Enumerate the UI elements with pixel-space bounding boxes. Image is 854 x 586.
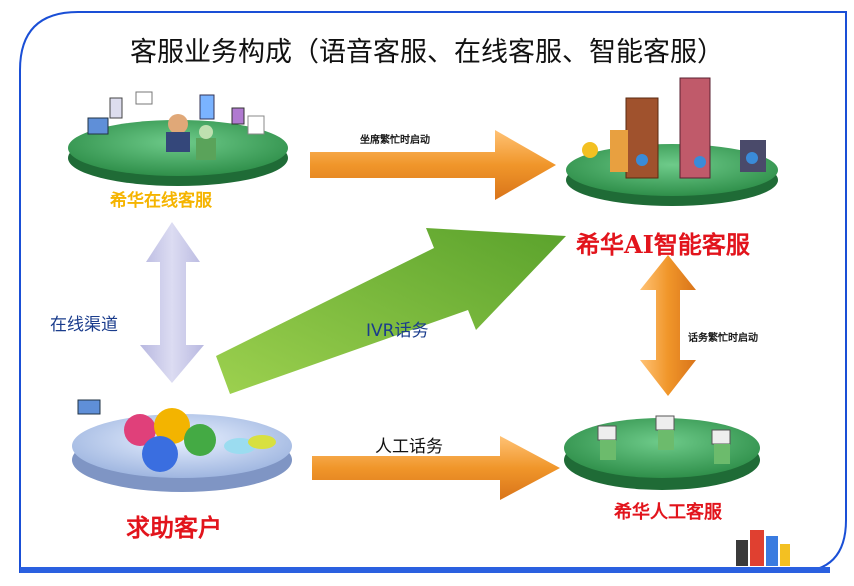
arrow-manual-call [312, 436, 560, 500]
node-online-service: 希华在线客服 [110, 191, 212, 211]
arrow-call-busy [640, 255, 696, 396]
arrow-agent-busy [310, 130, 556, 200]
edge-manual-call: 人工话务 [375, 437, 443, 457]
manual-service-platform [564, 415, 760, 490]
edge-ivr-service: IVR话务 [366, 321, 429, 341]
edge-agent-busy-start: 坐席繁忙时启动 [360, 135, 430, 146]
edge-online-channel: 在线渠道 [50, 315, 118, 335]
help-customer-platform [72, 399, 292, 492]
arrow-online-channel [140, 222, 204, 383]
node-ai-service: 希华AI智能客服 [576, 230, 750, 259]
ai-service-platform [566, 77, 778, 206]
node-manual-service: 希华人工客服 [614, 502, 722, 523]
node-help-customer: 求助客户 [126, 513, 222, 542]
edge-call-busy-start: 话务繁忙时启动 [688, 333, 758, 344]
frame-bottom-bar [20, 567, 830, 573]
arrow-ivr [216, 228, 566, 394]
page-title: 客服业务构成（语音客服、在线客服、智能客服） [130, 37, 724, 68]
company-logo [736, 530, 790, 566]
online-service-platform [68, 91, 288, 186]
